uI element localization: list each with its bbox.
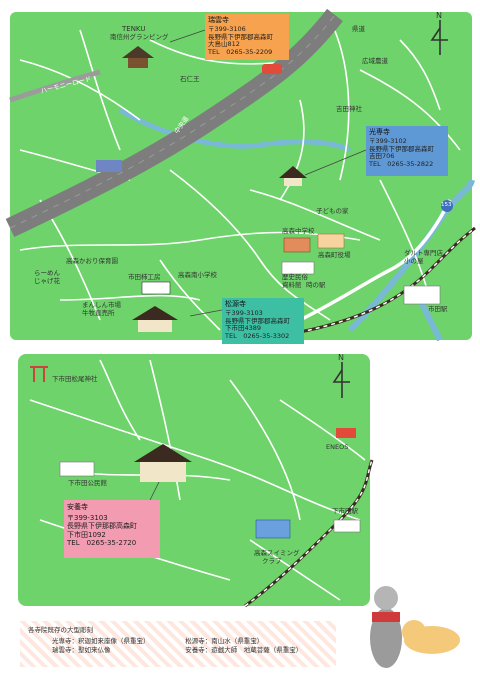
- chuo-center-line: [9, 14, 336, 229]
- town-office-icon: [317, 233, 345, 249]
- label-pool-1: 高森スイミング: [254, 549, 300, 557]
- koshun-name: 光専寺: [369, 128, 390, 136]
- shorai-addr1: 長野県下伊那郡高森町: [225, 316, 290, 325]
- anyo-postal: 〒399-3103: [67, 513, 108, 522]
- label-market-1: まんしん市場: [82, 301, 121, 309]
- label-ichida-station: 市田駅: [428, 305, 448, 313]
- takamori-jhs-icon: [283, 237, 311, 253]
- shorai-tel: TEL 0265-35-3302: [225, 331, 290, 340]
- callout-zuiko: 瑞雲寺 〒399-3106 長野県下伊那郡高森町 大島山812 TEL 0265…: [205, 14, 289, 60]
- anyo-name: 安養寺: [67, 503, 88, 511]
- river-tenryu-south: [417, 298, 443, 342]
- label-shimoichida-station: 下市田駅: [332, 507, 358, 515]
- shrine-torii-icon: [30, 366, 48, 382]
- pointer-zuiko: [169, 29, 206, 43]
- label-museum-1: 歴史民俗: [282, 273, 308, 281]
- legend-row: 光専寺：釈迦如来座像（県重宝） 松源寺：南山水（県重宝）: [28, 637, 328, 646]
- callout-koshun: 光専寺 〒399-3102 長野県下伊那郡高森町 吉田706 TEL 0265-…: [366, 126, 448, 176]
- label-kodomo: 子どもの家: [316, 207, 349, 215]
- zuiko-postal: 〒399-3106: [208, 25, 246, 34]
- zuiko-addr1: 長野県下伊那郡高森町: [208, 32, 273, 41]
- label-town-office: 高森町役場: [318, 251, 351, 259]
- label-camping: 南信州グランピング: [110, 33, 169, 41]
- pointer-koshun: [304, 149, 367, 176]
- koshun-temple-icon: [279, 166, 307, 186]
- label-yoshida-shrine: 吉田神社: [336, 105, 362, 113]
- label-route-153: 153: [441, 202, 452, 208]
- zuiko-addr2: 大島山812: [208, 40, 240, 49]
- callout-shorai: 松源寺 〒399-3103 長野県下伊那郡高森町 下市田4389 TEL 026…: [222, 298, 304, 344]
- legend-row-1-left: 光専寺：釈迦如来座像（県重宝）: [52, 637, 150, 645]
- callout-anyo: 安養寺 〒399-3103 長野県下伊那郡高森町 下市田1092 TEL 026…: [64, 500, 160, 558]
- zuiko-tel: TEL 0265-35-2209: [208, 47, 273, 56]
- route-153: [299, 199, 452, 322]
- label-tarumae-1: ダルト専門店: [404, 249, 443, 257]
- label-eneos: ENEOS: [326, 443, 349, 451]
- route-153-marker: [441, 200, 453, 212]
- label-museum-2: 資料館: [282, 281, 302, 289]
- label-tenku: TENKU: [122, 25, 146, 33]
- koshun-addr1: 長野県下伊那郡高森町: [369, 144, 434, 153]
- label-pool-2: クラブ: [262, 557, 282, 565]
- sculpture-legend: 各寺院既存の大型彫刻 光専寺：釈迦如来座像（県重宝） 松源寺：南山水（県重宝） …: [20, 621, 336, 667]
- koshun-tel: TEL 0265-35-2822: [369, 159, 434, 168]
- jizo-statue-icon: [370, 586, 402, 668]
- label-sekininou: 石仁王: [180, 75, 200, 83]
- anyo-tel: TEL 0265-35-2720: [67, 539, 137, 547]
- museum-icon: [281, 261, 315, 275]
- label-ichida-factory: 市田柿工房: [128, 273, 161, 281]
- zuiko-name: 瑞雲寺: [208, 16, 229, 24]
- eneos-icon: [336, 428, 356, 438]
- upper-map-land: [10, 12, 472, 340]
- legend-title: 各寺院既存の大型彫刻: [28, 626, 93, 634]
- ichida-factory-icon: [141, 281, 171, 295]
- label-tarumae-2: 小の屋: [404, 257, 424, 265]
- shorai-postal: 〒399-3103: [225, 309, 263, 318]
- iida-line-upper-ticks: [299, 227, 476, 333]
- label-takamori-jhs: 高森中学校: [282, 227, 315, 235]
- car-icon: [262, 64, 282, 74]
- label-ramen-1: らーめん: [34, 269, 60, 277]
- pointer-shorai: [189, 309, 223, 317]
- truck-icon: [96, 160, 122, 172]
- label-north-upper: N: [436, 11, 442, 20]
- legend-row-2-right: 安養寺：遊戯大師 地蔵菩薩（県重宝）: [185, 646, 303, 654]
- pool-icon: [255, 519, 291, 539]
- label-shimoichida-kou: 下市田公民館: [68, 479, 107, 487]
- label-north-lower: N: [338, 353, 344, 362]
- shorai-temple-icon: [132, 306, 178, 332]
- label-hirokawa: 広域農道: [362, 57, 388, 65]
- shimoichida-kou-icon: [59, 461, 95, 477]
- shorai-name: 松源寺: [225, 300, 246, 308]
- legend-row-1-right: 松源寺：南山水（県重宝）: [185, 637, 264, 645]
- koshun-addr2: 吉田706: [369, 152, 395, 161]
- anyo-addr1: 長野県下伊那郡高森町: [67, 522, 137, 530]
- label-kendo: 県道: [352, 25, 365, 33]
- harmony-road: [9, 69, 101, 103]
- zuiko-temple-icon: [122, 46, 154, 68]
- shimoichida-station-icon: [333, 519, 361, 533]
- ichida-station-icon: [403, 285, 441, 305]
- anyo-addr2: 下市田1092: [67, 530, 106, 539]
- north-arrow-upper: [430, 20, 448, 55]
- label-nursery: 高森かおり保育園: [66, 257, 118, 265]
- label-museum-shop: 時の駅: [306, 281, 326, 289]
- koshun-postal: 〒399-3102: [369, 137, 407, 146]
- label-south-school: 高森南小学校: [178, 271, 217, 279]
- river-upper: [118, 107, 352, 153]
- anyo-temple-icon: [134, 444, 192, 482]
- label-matsuo-shrine: 下市田松尾神社: [52, 375, 98, 383]
- north-arrow-lower: [332, 362, 350, 398]
- legend-row-2-left: 瑞雲寺：聖如来仏像: [52, 646, 111, 654]
- shorai-addr2: 下市田4389: [225, 324, 262, 333]
- label-ramen-2: じゃげ花: [34, 277, 60, 285]
- label-market-2: 牛牧直売所: [82, 309, 115, 317]
- legend-row: 瑞雲寺：聖如来仏像 安養寺：遊戯大師 地蔵菩薩（県重宝）: [28, 646, 328, 655]
- dog-mascot-icon: [402, 620, 460, 654]
